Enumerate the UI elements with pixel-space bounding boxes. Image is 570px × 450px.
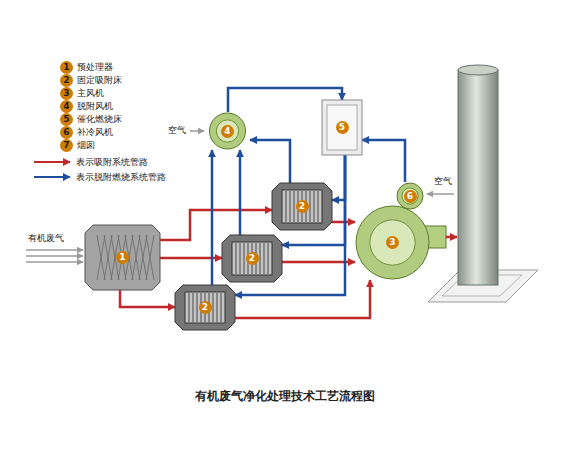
callout-number: 6 xyxy=(60,126,73,139)
fan-inlet xyxy=(216,120,238,142)
legend-line-samples xyxy=(34,162,70,177)
equipment-cab: 5 xyxy=(322,100,362,155)
filter-mesh xyxy=(97,235,154,280)
callout-number: 3 xyxy=(386,236,399,249)
adsorption-pipe xyxy=(332,221,355,224)
callout-number: 2 xyxy=(199,301,212,314)
fan-housing xyxy=(210,113,246,149)
equipment-bed: 2 xyxy=(222,235,282,282)
desorption-pipe xyxy=(211,150,214,285)
adsorber-cells xyxy=(185,292,225,323)
inlet-arrows xyxy=(26,250,83,262)
legend-row: 烟囱 xyxy=(77,140,95,151)
legend-row: 补冷风机 xyxy=(77,127,113,138)
equipment-bed: 2 xyxy=(175,285,235,330)
equipment-bed: 2 xyxy=(272,183,332,230)
legend-text: 表示脱附燃烧系统管路 xyxy=(76,172,166,182)
equipment-fan: 4 xyxy=(205,112,250,150)
legend-text: 主风机 xyxy=(77,88,104,98)
flow-label: 空气 xyxy=(168,125,186,136)
legend-row: 预处理器 xyxy=(77,62,113,73)
callout-number: 6 xyxy=(404,190,417,203)
callout-number: 5 xyxy=(336,121,349,134)
desorption-pipe xyxy=(362,140,405,182)
legend-row: 表示吸附系统管路 xyxy=(76,157,148,168)
cabinet-panel xyxy=(327,105,357,150)
pretreatment-housing xyxy=(85,225,160,290)
callout-number: 3 xyxy=(60,87,73,100)
callout-number: 5 xyxy=(60,113,73,126)
callout-number: 1 xyxy=(116,251,129,264)
fan-inlet xyxy=(402,188,418,204)
desorption-pipe xyxy=(282,155,345,245)
flow-label: 有机废气 xyxy=(28,233,64,244)
catalytic-cabinet xyxy=(322,100,362,155)
legend-text: 补冷风机 xyxy=(77,127,113,137)
callout-number: 7 xyxy=(60,139,73,152)
equipment-fan: 6 xyxy=(395,182,425,210)
figure-caption: 有机废气净化处理技术工艺流程图 xyxy=(0,388,570,405)
fan-inlet xyxy=(370,220,415,265)
adsorber-housing xyxy=(175,285,235,330)
equipment-pre: 1 xyxy=(85,225,160,290)
fan-housing xyxy=(356,206,429,279)
callout-number: 4 xyxy=(221,125,234,138)
equipment-fan: 3 xyxy=(355,205,430,280)
adsorption-pipe xyxy=(120,290,175,307)
legend-text: 催化燃烧床 xyxy=(77,114,122,124)
adsorber-cells xyxy=(232,242,272,275)
legend-text: 烟囱 xyxy=(77,140,95,150)
callout-number: 2 xyxy=(60,74,73,87)
adsorption-pipe xyxy=(235,280,370,318)
adsorber-cells xyxy=(282,190,322,223)
desorption-pipe xyxy=(239,150,242,235)
legend-row: 脱附风机 xyxy=(77,101,113,112)
legend-row: 固定吸附床 xyxy=(77,75,122,86)
callout-number: 2 xyxy=(296,200,309,213)
adsorber-housing xyxy=(272,183,332,230)
chimney-illustration xyxy=(428,65,538,302)
callout-number: 4 xyxy=(60,100,73,113)
legend-row: 表示脱附燃烧系统管路 xyxy=(76,172,166,183)
legend-text: 表示吸附系统管路 xyxy=(76,157,148,167)
legend-row: 催化燃烧床 xyxy=(77,114,122,125)
callout-number: 2 xyxy=(246,252,259,265)
legend-text: 预处理器 xyxy=(77,62,113,72)
desorption-pipe xyxy=(332,155,345,200)
legend-text: 脱附风机 xyxy=(77,101,113,111)
fan-housing xyxy=(397,183,423,209)
flow-label: 空气 xyxy=(434,176,452,187)
desorption-pipe xyxy=(250,140,290,183)
callout-number: 1 xyxy=(60,61,73,74)
legend-text: 固定吸附床 xyxy=(77,75,122,85)
legend-row: 主风机 xyxy=(77,88,104,99)
adsorber-housing xyxy=(222,235,282,282)
